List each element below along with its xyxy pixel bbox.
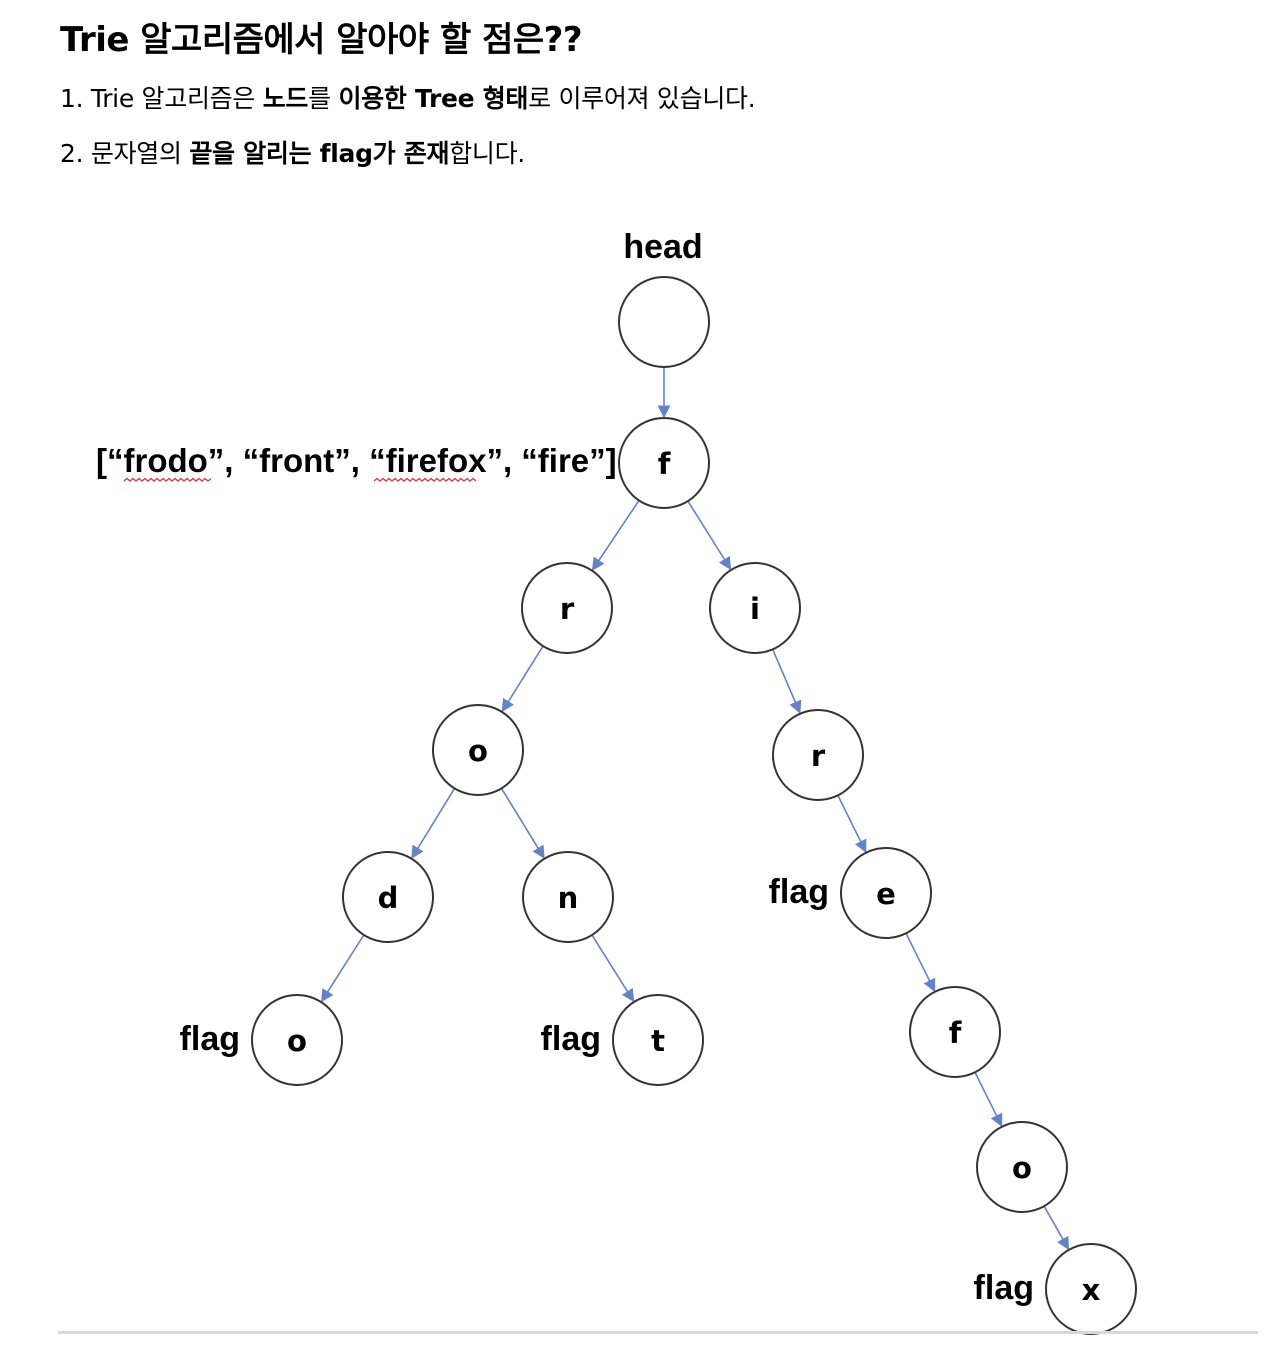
edge-n-t bbox=[591, 934, 635, 1003]
edge-f2-o3 bbox=[974, 1071, 1003, 1127]
trie-node-i: i bbox=[709, 562, 801, 654]
node-circle bbox=[840, 847, 932, 939]
point-1-emph-nodes: 노드 bbox=[262, 84, 309, 113]
point-1-text-a: Trie 알고리즘은 bbox=[90, 84, 263, 113]
flag-label-x: flag bbox=[974, 1269, 1034, 1307]
point-2-emph-flag: 끝을 알리는 flag가 존재 bbox=[189, 139, 450, 168]
edge-f-r1 bbox=[591, 499, 640, 571]
head-label: head bbox=[623, 228, 702, 266]
edge-r2-e bbox=[837, 795, 867, 853]
trie-node-o3: o bbox=[976, 1121, 1068, 1213]
trie-node-x: x bbox=[1045, 1243, 1137, 1335]
point-2: 2. 문자열의 끝을 알리는 flag가 존재합니다. bbox=[60, 137, 525, 171]
flag-label-e: flag bbox=[769, 873, 829, 911]
node-circle bbox=[521, 562, 613, 654]
edge-o1-d bbox=[411, 787, 456, 859]
node-letter: r bbox=[811, 739, 826, 773]
flag-label-o2: flag bbox=[180, 1020, 240, 1058]
node-circle bbox=[251, 994, 343, 1086]
point-1: 1. Trie 알고리즘은 노드를 이용한 Tree 형태로 이루어져 있습니다… bbox=[60, 82, 756, 116]
node-letter: i bbox=[750, 592, 760, 626]
node-circle bbox=[522, 851, 614, 943]
trie-node-n: n bbox=[522, 851, 614, 943]
flag-label-t: flag bbox=[541, 1020, 601, 1058]
node-letter: n bbox=[558, 881, 579, 915]
node-letter: o bbox=[468, 734, 488, 768]
edge-f-i bbox=[687, 500, 732, 571]
node-letter: x bbox=[1082, 1273, 1101, 1307]
squiggle-frodo bbox=[123, 477, 212, 482]
node-circle bbox=[772, 709, 864, 801]
flag-labels: flag flag flag flag bbox=[180, 873, 1034, 1307]
node-circle bbox=[612, 994, 704, 1086]
words-list-label: [“frodo”, “front”, “firefox”, “fire”] bbox=[96, 442, 617, 479]
edge-i-r2 bbox=[771, 649, 802, 714]
trie-node-t: t bbox=[612, 994, 704, 1086]
node-letter: e bbox=[876, 877, 896, 911]
node-letter: f bbox=[658, 447, 671, 481]
trie-node-f2: f bbox=[909, 986, 1001, 1078]
edge-o1-n bbox=[500, 787, 545, 859]
point-2-text-b: 합니다. bbox=[449, 139, 525, 168]
point-1-text-b: 를 bbox=[308, 84, 339, 113]
node-letter: o bbox=[1012, 1151, 1032, 1185]
node-letter: t bbox=[651, 1024, 665, 1058]
point-1-number: 1. bbox=[60, 84, 91, 113]
bottom-divider bbox=[58, 1331, 1258, 1334]
trie-node-r1: r bbox=[521, 562, 613, 654]
trie-node-f: f bbox=[618, 417, 710, 509]
edge-r1-o1 bbox=[501, 645, 544, 713]
point-1-text-c: 로 이루어져 있습니다. bbox=[528, 84, 756, 113]
trie-edges bbox=[321, 367, 1070, 1251]
trie-node-o2: o bbox=[251, 994, 343, 1086]
edge-o3-x bbox=[1043, 1205, 1070, 1251]
node-circle bbox=[1045, 1243, 1137, 1335]
trie-nodes: f r i o r d n e o t f o x bbox=[251, 276, 1137, 1335]
edge-d-o2 bbox=[321, 934, 365, 1003]
page-title: Trie 알고리즘에서 알아야 할 점은?? bbox=[60, 20, 583, 60]
node-circle bbox=[709, 562, 801, 654]
point-2-text-a: 문자열의 bbox=[90, 139, 190, 168]
node-letter: d bbox=[378, 881, 399, 915]
trie-node-e: e bbox=[840, 847, 932, 939]
node-letter: r bbox=[560, 592, 575, 626]
trie-node-root bbox=[618, 276, 710, 368]
node-circle bbox=[618, 276, 710, 368]
trie-node-d: d bbox=[342, 851, 434, 943]
node-letter: f bbox=[949, 1016, 962, 1050]
trie-node-r2: r bbox=[772, 709, 864, 801]
node-circle bbox=[909, 986, 1001, 1078]
node-letter: o bbox=[287, 1024, 307, 1058]
node-circle bbox=[432, 704, 524, 796]
node-circle bbox=[618, 417, 710, 509]
edge-e-f2 bbox=[905, 932, 936, 992]
trie-node-o1: o bbox=[432, 704, 524, 796]
squiggle-firefox bbox=[373, 477, 477, 482]
point-1-emph-tree: 이용한 Tree 형태 bbox=[338, 84, 529, 113]
node-circle bbox=[976, 1121, 1068, 1213]
node-circle bbox=[342, 851, 434, 943]
point-2-number: 2. bbox=[60, 139, 91, 168]
